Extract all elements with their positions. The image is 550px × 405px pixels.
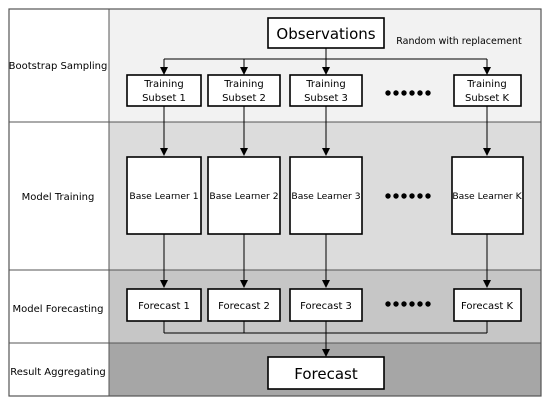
- forecast-3: Forecast 3: [289, 288, 363, 322]
- base-learner-2: Base Learner 2: [207, 156, 281, 235]
- ellipsis-dots-subsets: [385, 90, 431, 96]
- base-learner-1-label: Base Learner 1: [129, 191, 198, 202]
- training-subset-3-line2: Subset 3: [304, 93, 348, 104]
- sampling-note: Random with replacement: [396, 36, 522, 47]
- base-learner-1: Base Learner 1: [126, 156, 202, 235]
- base-learner-k: Base Learner K: [451, 156, 524, 235]
- forecast-2-label: Forecast 2: [218, 301, 270, 312]
- training-subset-k: Training Subset K: [453, 74, 522, 107]
- base-learner-3: Base Learner 3: [289, 156, 363, 235]
- training-subset-2-line1: Training: [223, 79, 263, 90]
- training-subset-1-line2: Subset 1: [142, 93, 186, 104]
- grid-lines: [9, 9, 541, 396]
- stage-label-column: [9, 9, 109, 396]
- ellipsis-dots-learners: [385, 193, 431, 199]
- stage-label-bootstrap: Bootstrap Sampling: [9, 61, 108, 72]
- forecast-3-label: Forecast 3: [300, 301, 352, 312]
- forecast-k: Forecast K: [453, 288, 522, 322]
- base-learner-2-label: Base Learner 2: [209, 191, 278, 202]
- training-subset-3-line1: Training: [305, 79, 345, 90]
- forecast-1-label: Forecast 1: [138, 301, 190, 312]
- observations-label: Observations: [276, 25, 375, 43]
- observations-box: [267, 17, 385, 49]
- outer-border: [8, 8, 542, 397]
- base-learner-3-label: Base Learner 3: [291, 191, 360, 202]
- final-forecast-label: Forecast: [294, 365, 358, 383]
- training-subset-3: Training Subset 3: [289, 74, 363, 107]
- stage-label-aggregating: Result Aggregating: [10, 367, 106, 378]
- base-learner-k-label: Base Learner K: [452, 191, 522, 202]
- forecast-2: Forecast 2: [207, 288, 281, 322]
- stage-label-forecasting: Model Forecasting: [13, 304, 104, 315]
- training-subset-1: Training Subset 1: [126, 74, 202, 107]
- training-subset-1-line1: Training: [143, 79, 183, 90]
- training-subset-k-line1: Training: [466, 79, 506, 90]
- ellipsis-dots-forecasts: [385, 301, 431, 307]
- training-subset-2-line2: Subset 2: [222, 93, 266, 104]
- connectors: [160, 48, 491, 357]
- forecast-k-label: Forecast K: [461, 301, 513, 312]
- training-subset-2: Training Subset 2: [207, 74, 281, 107]
- forecast-1: Forecast 1: [126, 288, 202, 322]
- final-forecast: Forecast: [267, 356, 385, 390]
- training-subset-k-line2: Subset K: [465, 93, 509, 104]
- stage-label-training: Model Training: [22, 192, 95, 203]
